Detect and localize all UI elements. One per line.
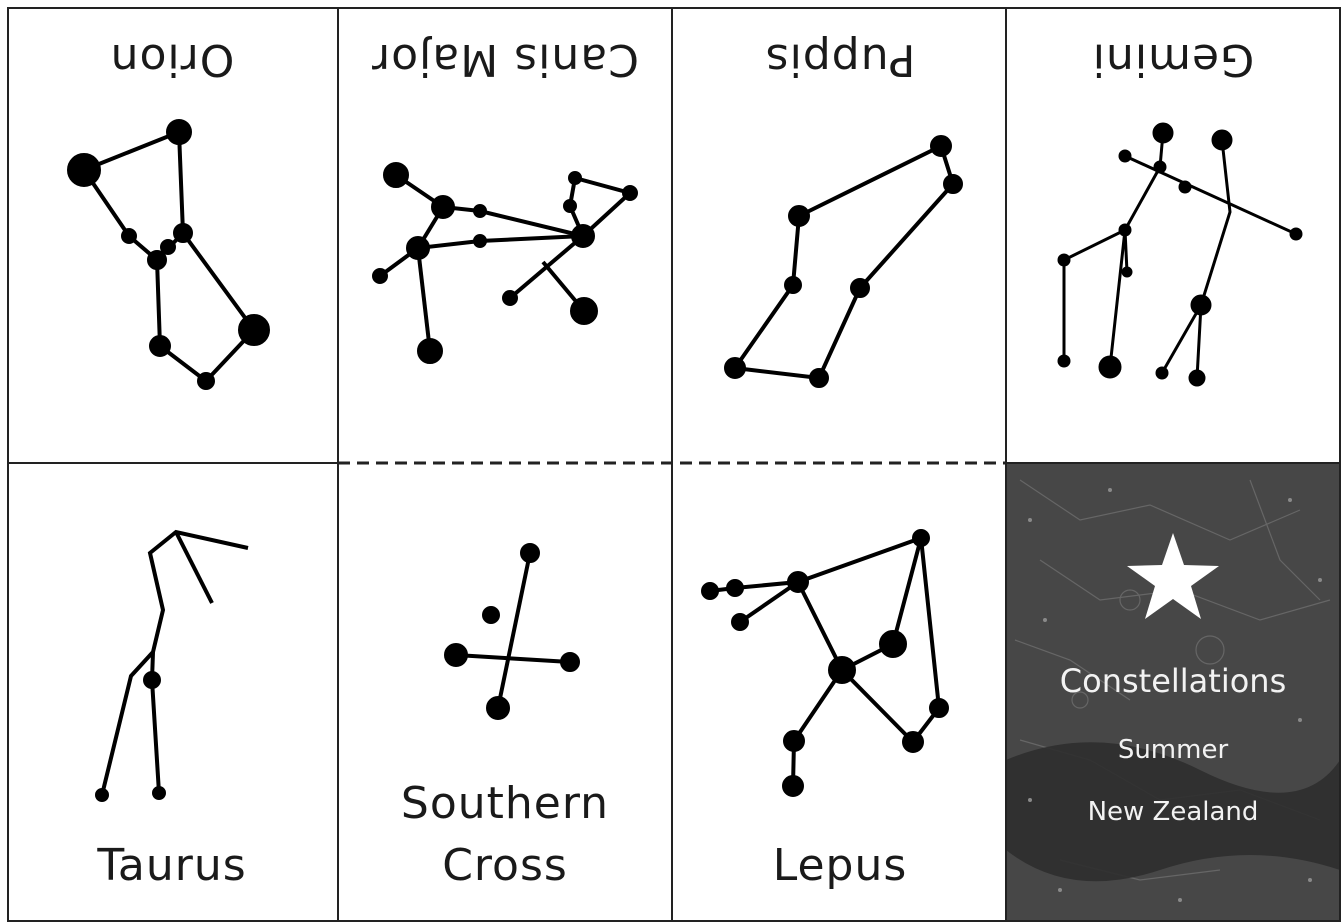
card-title-lepus: Lepus <box>773 840 908 891</box>
cover-region: New Zealand <box>1088 797 1259 827</box>
diagram-puppis <box>726 137 961 386</box>
card-title-southern-cross-line2: Cross <box>442 840 568 891</box>
card-taurus: Taurus <box>96 532 248 891</box>
cover-season: Summer <box>1118 735 1229 765</box>
card-title-canis-major: Canis Major <box>371 34 639 85</box>
diagram-orion <box>69 121 268 388</box>
card-southern-cross: Southern Cross <box>401 545 609 891</box>
diagram-lepus <box>703 531 947 795</box>
card-title-southern-cross-line1: Southern <box>401 778 609 829</box>
diagram-taurus <box>97 532 248 800</box>
cover-card: Constellations Summer New Zealand <box>1006 463 1340 921</box>
card-orion: Orion <box>69 34 268 388</box>
diagram-gemini <box>1059 124 1301 385</box>
card-title-orion: Orion <box>110 34 235 85</box>
diagram-southern-cross <box>446 545 578 718</box>
card-gemini: Gemini <box>1059 34 1301 385</box>
card-lepus: Lepus <box>703 531 947 891</box>
card-canis-major: Canis Major <box>371 34 639 362</box>
diagram-canis-major <box>374 164 636 362</box>
card-puppis: Puppis <box>726 34 961 386</box>
card-title-taurus: Taurus <box>96 840 246 891</box>
cover-title: Constellations <box>1060 662 1286 700</box>
card-title-puppis: Puppis <box>765 34 916 85</box>
card-title-gemini: Gemini <box>1092 34 1254 85</box>
